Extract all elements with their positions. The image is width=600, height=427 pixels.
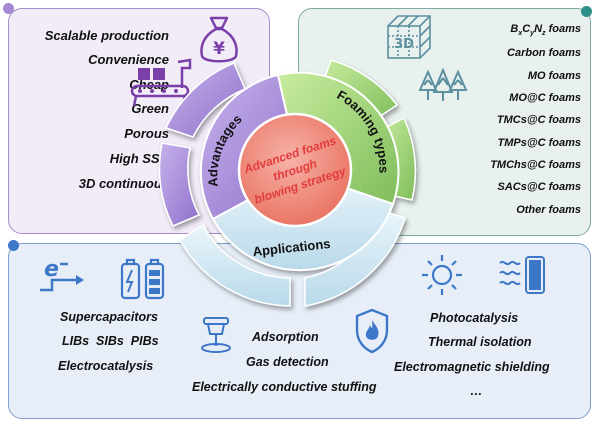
advantage-item: Green: [131, 101, 169, 116]
foam-item-bxcynz: BxCyNz foams: [510, 23, 581, 38]
cube-label: 3D: [394, 37, 414, 52]
battery-icon: [120, 258, 165, 300]
application-item: …: [470, 384, 483, 398]
foam-item: Other foams: [516, 204, 581, 216]
advantage-item: Porous: [124, 126, 169, 141]
foam-item: MO@C foams: [509, 92, 581, 104]
heat-radiator-icon: [499, 256, 545, 294]
applications-panel-dot: [8, 240, 19, 251]
advantage-item: Cheap: [129, 77, 169, 92]
trees-icon: [418, 68, 468, 101]
application-item: Electrocatalysis: [58, 359, 154, 373]
application-item: Supercapacitors: [60, 310, 158, 324]
foam-item: TMChs@C foams: [490, 159, 581, 171]
advantage-item: 3D continuous: [78, 176, 169, 191]
advantages-panel-dot: [3, 3, 14, 14]
application-item: Gas detection: [246, 355, 329, 369]
advantage-item: Convenience: [88, 52, 169, 67]
money-bag-icon: ¥: [200, 16, 238, 63]
foam-item: MO foams: [527, 70, 581, 82]
foam-item: SACs@C foams: [497, 181, 581, 193]
application-item: Adsorption: [252, 330, 319, 344]
foaming-types-panel-dot: [581, 6, 592, 17]
advantage-item: High SSA: [109, 151, 169, 166]
svg-text:¥: ¥: [213, 39, 225, 59]
application-item: Thermal isolation: [428, 335, 532, 349]
application-item: Photocatalysis: [430, 311, 519, 325]
foam-item: Carbon foams: [507, 47, 581, 59]
production-line-icon: [130, 58, 192, 107]
electron-arrow-icon: e: [40, 257, 84, 292]
sun-icon: [422, 255, 462, 295]
electron-label: e: [44, 257, 59, 282]
fire-shield-icon: [355, 308, 389, 354]
foam-item: TMPs@C foams: [497, 137, 581, 149]
adsorption-funnel-icon: [201, 317, 231, 353]
3d-cube-icon: 3D: [387, 15, 431, 59]
application-item: Electrically conductive stuffing: [192, 380, 377, 394]
foam-item: TMCs@C foams: [496, 114, 581, 126]
advantage-item: Scalable production: [44, 28, 169, 43]
application-item: Electromagnetic shielding: [394, 360, 550, 374]
application-item: LIBs SIBs PIBs: [62, 334, 159, 348]
